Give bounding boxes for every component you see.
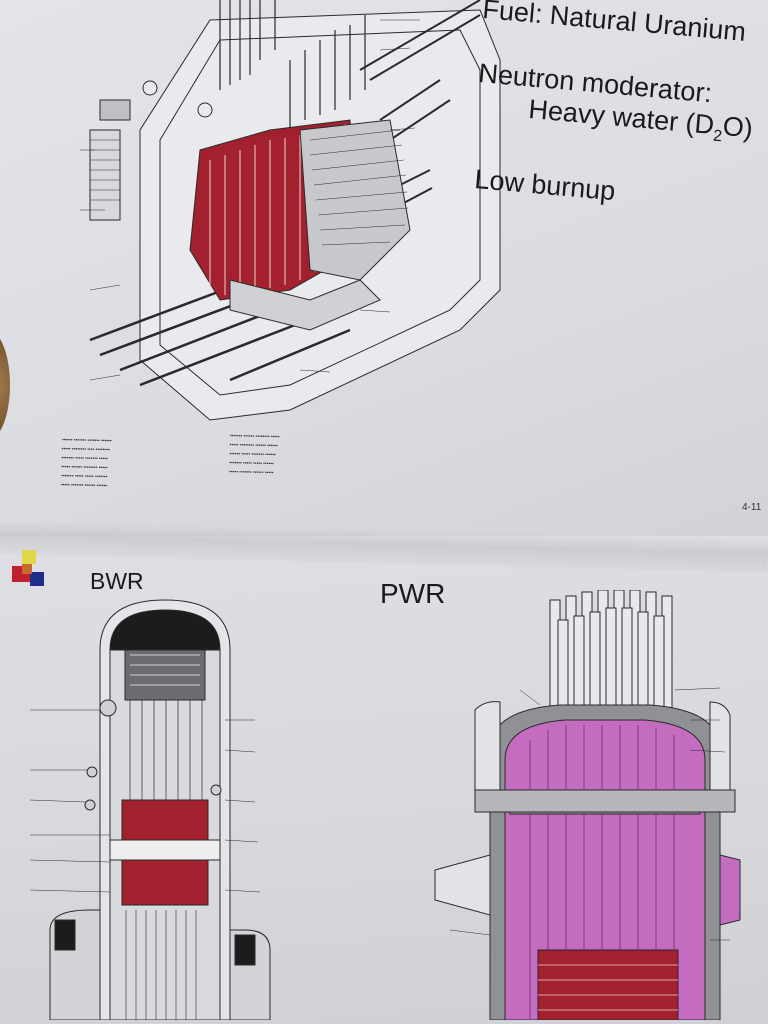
japanese-caption-right: ▪▪▪▪▪▪▪ ▪▪▪▪▪▪ ▪▪▪▪▪▪▪▪ ▪▪▪▪▪▪▪▪▪▪ ▪▪▪▪▪… [229,433,280,476]
japanese-caption-left: ▪▪▪▪▪▪ ▪▪▪▪▪▪▪ ▪▪▪▪▪▪▪ ▪▪▪▪▪▪▪▪▪▪▪ ▪▪▪▪▪… [60,437,112,490]
pwr-title: PWR [380,578,446,609]
publisher-logo [12,550,44,586]
heavy-water-reactor-diagram [80,0,501,421]
bwr-reactor-diagram [30,599,271,1020]
bwr-title: BWR [90,568,144,594]
pwr-reactor-diagram [434,590,741,1020]
page-number: 4-11 [742,502,762,513]
binder-edge [0,330,10,440]
